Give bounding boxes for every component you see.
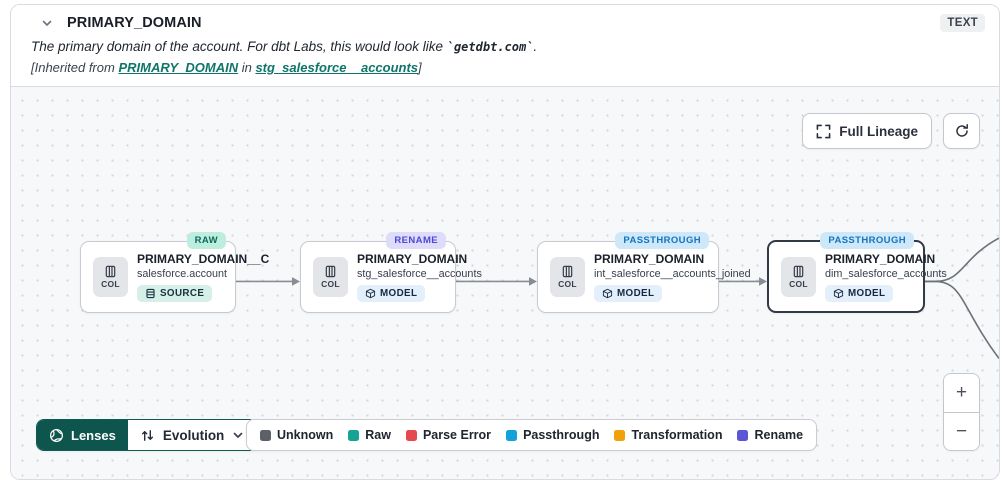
legend-swatch	[348, 429, 360, 441]
column-chip: COL	[313, 257, 348, 297]
model-icon	[833, 288, 844, 298]
inherited-column-link[interactable]: PRIMARY_DOMAIN	[118, 60, 239, 75]
lineage-node-source[interactable]: RAW COL PRIMARY_DOMAIN__C salesforce.acc…	[80, 232, 269, 313]
lineage-canvas[interactable]: Full Lineage RAW COL PRIMARY_DOMAIN__C s…	[11, 86, 999, 479]
columns-icon	[105, 265, 116, 278]
legend-swatch	[737, 429, 749, 441]
node-subtitle: int_salesforce__accounts_joined	[594, 268, 751, 280]
legend-item-unknown: Unknown	[260, 428, 333, 442]
node-subtitle: salesforce.account	[137, 268, 228, 280]
column-title: PRIMARY_DOMAIN	[67, 15, 202, 31]
columns-icon	[562, 265, 573, 278]
model-icon	[602, 288, 613, 299]
node-title: PRIMARY_DOMAIN	[594, 252, 705, 266]
legend-item-parse-error: Parse Error	[405, 428, 491, 442]
column-chip: COL	[550, 257, 585, 297]
lenses-icon	[49, 428, 64, 442]
inherited-from-line: [Inherited from PRIMARY_DOMAIN in stg_sa…	[31, 60, 422, 75]
evolution-badge: RAW	[186, 232, 226, 249]
node-type-badge: MODEL	[825, 284, 894, 302]
node-title: PRIMARY_DOMAIN	[825, 251, 936, 266]
node-title: PRIMARY_DOMAIN	[357, 252, 468, 266]
legend-item-passthrough: Passthrough	[506, 428, 599, 442]
lenses-button[interactable]: Lenses	[37, 420, 128, 450]
lineage-node-staging[interactable]: RENAME COL PRIMARY_DOMAIN stg_salesforce…	[300, 232, 482, 313]
code-span: `getdbt.com`	[446, 40, 534, 54]
lineage-node-intermediate[interactable]: PASSTHROUGH COL PRIMARY_DOMAIN int_sales…	[537, 232, 751, 313]
refresh-icon	[955, 124, 968, 137]
node-subtitle: dim_salesforce_accounts	[825, 267, 947, 280]
legend-item-rename: Rename	[737, 428, 803, 442]
expand-icon	[816, 124, 831, 138]
columns-icon	[793, 265, 804, 277]
legend-item-transformation: Transformation	[614, 428, 722, 442]
evolution-legend: Unknown Raw Parse Error Passthrough Tran…	[246, 419, 818, 451]
column-description: The primary domain of the account. For d…	[31, 39, 538, 54]
legend-item-raw: Raw	[348, 428, 391, 442]
evolution-icon	[141, 429, 153, 441]
node-subtitle: stg_salesforce__accounts	[357, 268, 482, 280]
column-header: PRIMARY_DOMAIN TEXT The primary domain o…	[11, 5, 999, 86]
columns-icon	[325, 265, 336, 278]
legend-swatch	[506, 429, 518, 441]
source-icon	[146, 288, 155, 299]
node-type-badge: SOURCE	[137, 285, 213, 302]
column-chip: COL	[781, 256, 816, 297]
lineage-edges	[235, 237, 999, 360]
lens-dropdown[interactable]: Evolution	[127, 420, 257, 450]
evolution-badge: RENAME	[386, 232, 446, 249]
full-lineage-button[interactable]: Full Lineage	[802, 113, 932, 149]
node-type-badge: MODEL	[357, 285, 426, 302]
refresh-button[interactable]	[943, 113, 980, 149]
column-chip: COL	[93, 257, 128, 297]
node-type-badge: MODEL	[594, 285, 663, 302]
lens-controls: Lenses Evolution	[36, 419, 258, 451]
collapse-chevron-icon[interactable]	[41, 17, 53, 29]
chevron-down-icon	[233, 432, 243, 438]
node-title: PRIMARY_DOMAIN__C	[137, 252, 270, 266]
column-lineage-panel: PRIMARY_DOMAIN TEXT The primary domain o…	[10, 4, 1000, 480]
model-icon	[365, 288, 376, 299]
zoom-controls: + −	[943, 373, 980, 451]
evolution-badge: PASSTHROUGH	[820, 232, 914, 249]
zoom-in-button[interactable]: +	[944, 374, 979, 412]
legend-swatch	[614, 429, 626, 441]
column-type-badge: TEXT	[940, 14, 985, 32]
legend-swatch	[260, 429, 271, 441]
inherited-model-link[interactable]: stg_salesforce__accounts	[255, 60, 419, 75]
evolution-badge: PASSTHROUGH	[615, 232, 709, 249]
legend-swatch	[405, 429, 417, 441]
lineage-node-dim-selected[interactable]: PASSTHROUGH COL PRIMARY_DOMAIN dim_sales…	[767, 232, 947, 313]
zoom-out-button[interactable]: −	[944, 412, 979, 450]
